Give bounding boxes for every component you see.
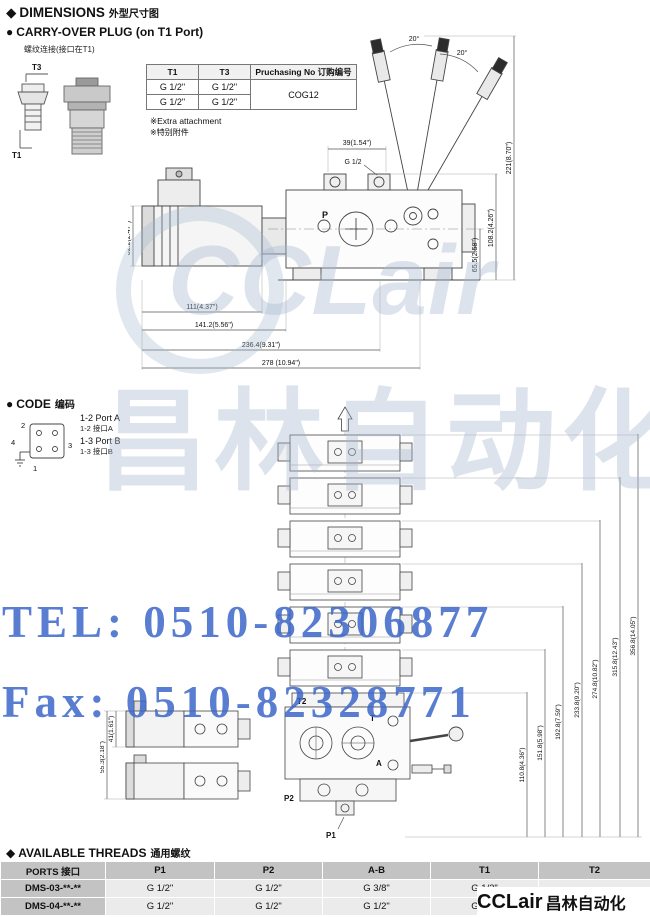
threads-cell: G 1/2" (214, 897, 323, 916)
dimensions-title: DIMENSIONS (19, 5, 105, 20)
pin-2-label: 2 (21, 421, 25, 430)
carry-col-t3: T3 (198, 64, 251, 80)
brand-logo-cn: 昌林自动化 (545, 896, 626, 913)
port-spacing-dim: 39(1.54") (343, 140, 372, 147)
threads-col-t1: T1 (430, 861, 539, 880)
port-p1-label: P1 (326, 831, 336, 840)
available-threads-table: PORTS 接口 P1 P2 A-B T1 T2 DMS-03-**-** G … (0, 861, 650, 916)
port-t-label: T (370, 714, 375, 723)
port-a-label: A (376, 759, 382, 768)
port-p2-label: P2 (284, 794, 294, 803)
carry-cell-purchasing-no: COG12 (250, 79, 357, 110)
thread-size-label: G 1/2 (344, 159, 361, 166)
dim-151-label: 151.8(5.98") (537, 725, 544, 761)
height-65-dim: 65.5(2.58") (472, 238, 479, 272)
bullet-icon: ● (6, 397, 14, 411)
dim-41-label: 41(1.61") (108, 716, 115, 743)
threads-col-p1: P1 (105, 861, 215, 880)
carry-cell: G 1/2" (198, 94, 251, 110)
code-title: CODE (16, 397, 51, 411)
height-108-dim: 108.2(4.26") (488, 209, 495, 247)
extra-attachment-note-cn: ※特别附件 (150, 128, 189, 137)
length-236-dim: 236.4(9.31") (242, 342, 280, 349)
carry-col-t1: T1 (146, 64, 199, 80)
port-p-label: P (322, 210, 328, 220)
length-278-dim: 278 (10.94") (262, 360, 300, 367)
dim-233-label: 233.8(9.20") (574, 682, 581, 718)
threads-title: AVAILABLE THREADS (18, 846, 147, 860)
dim-110-label: 110.8(4.36") (519, 747, 526, 782)
diamond-icon: ◆ (6, 846, 16, 860)
plug-t3-label: T3 (32, 63, 42, 72)
pin-1-label: 1 (33, 464, 37, 473)
dim-192-label: 192.8(7.59") (555, 704, 562, 740)
model-dms03: DMS-03-**-** (0, 879, 106, 898)
angle-right-label: 20° (457, 49, 468, 57)
dim-274-label: 274.8(10.82") (592, 659, 599, 698)
extra-attachment-note-en: ※Extra attachment (150, 116, 222, 126)
dim-315-label: 315.8(12.43") (612, 637, 619, 676)
plug-t1-label: T1 (12, 151, 22, 160)
brand-logo-en: CCLair (477, 890, 543, 913)
carry-over-plug-table: T1 T3 Pruchasing No 订购编号 G 1/2" G 1/2" C… (146, 64, 357, 110)
length-111-dim: 111(4.37") (186, 304, 217, 311)
threads-col-ports: PORTS 接口 (0, 861, 106, 880)
dimensions-title-cn: 外型尺寸图 (108, 9, 159, 20)
code-line-port-b: 1-3 Port B (80, 435, 121, 446)
dim-356-label: 356.8(14.05") (630, 616, 637, 655)
threads-cell: G 1/2" (322, 897, 431, 916)
bullet-icon: ● (6, 25, 14, 39)
model-dms04: DMS-04-**-** (0, 897, 106, 916)
threads-header-row: PORTS 接口 P1 P2 A-B T1 T2 (0, 861, 650, 880)
threads-cell: G 3/8" (322, 879, 431, 898)
code-line-port-b-cn: 1-3 接口B (80, 446, 113, 456)
pin-3-label: 3 (68, 441, 72, 450)
threads-cell: G 1/2" (105, 897, 215, 916)
carry-over-title: CARRY-OVER PLUG (on T1 Port) (16, 25, 204, 39)
solenoid-height-dim: 62.2(2.47") (128, 221, 132, 255)
total-height-dim: 221(8.70") (506, 142, 513, 174)
code-line-port-a-cn: 1-2 接口A (80, 424, 113, 433)
threads-cell: G 1/2" (214, 879, 323, 898)
diamond-icon: ◆ (6, 5, 17, 20)
code-line-port-a: 1-2 Port A (80, 413, 121, 423)
threads-title-cn: 通用螺纹 (150, 849, 191, 860)
brand-logo: CCLair 昌林自动化 (477, 887, 650, 917)
port-t2-label: T2 (297, 697, 307, 706)
threads-col-ab: A-B (322, 861, 431, 880)
threads-col-t2: T2 (538, 861, 650, 880)
connector-pin-diagram: 2 4 3 1 (11, 421, 72, 473)
valve-front-view-drawing: 20° 20° 39(1.54") G 1/2 P 62.2(2.47") 65… (128, 35, 516, 370)
dim-55-label: 55.3(2.18") (100, 741, 106, 773)
carry-over-plug-drawing: T3 T1 (12, 63, 111, 160)
threads-col-p2: P2 (214, 861, 323, 880)
code-title-cn: 编码 (54, 400, 75, 411)
angle-left-label: 20° (409, 35, 420, 43)
length-141-dim: 141.2(5.56") (195, 322, 233, 329)
carry-over-plug-header: ●CARRY-OVER PLUG (on T1 Port) (6, 25, 203, 39)
threads-cell: G 1/2" (105, 879, 215, 898)
carry-col-purchasing: Pruchasing No 订购编号 (250, 64, 357, 80)
pin-4-label: 4 (11, 438, 15, 447)
code-legend: 1-2 Port A 1-2 接口A 1-3 Port B 1-3 接口B (80, 414, 121, 459)
carry-cell: G 1/2" (146, 94, 199, 110)
carry-over-subtitle-cn: 螺纹连接(接口在T1) (24, 45, 95, 54)
valve-stack-plan-drawing: 110.8(4.36") 151.8(5.98") 192.8(7.59") 2… (100, 406, 642, 840)
